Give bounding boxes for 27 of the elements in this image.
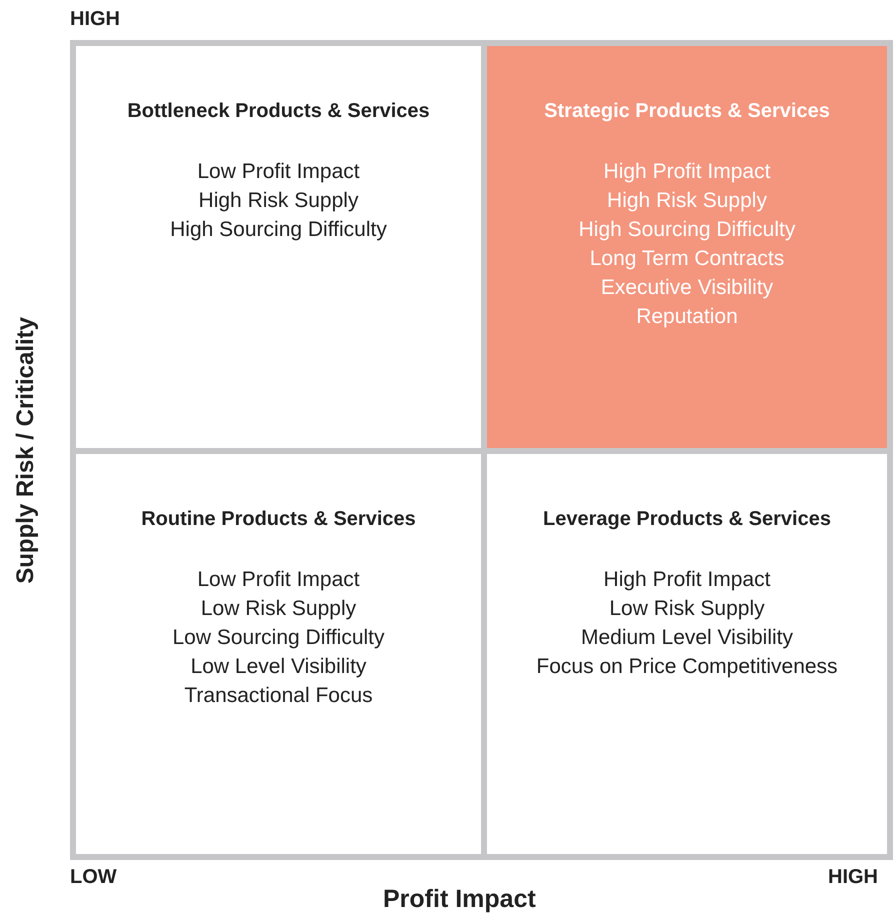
quadrant-title: Strategic Products & Services bbox=[544, 100, 830, 123]
axis-label: HIGH bbox=[828, 866, 878, 889]
quadrant-text: Low Profit Impact bbox=[197, 567, 360, 593]
quadrant-text: Low Risk Supply bbox=[200, 596, 356, 622]
quadrant-text: Low Profit Impact bbox=[197, 159, 360, 185]
quadrant-text: Low Risk Supply bbox=[609, 596, 765, 622]
quadrant-text: High Sourcing Difficulty bbox=[170, 217, 387, 243]
axis-label: LOW bbox=[70, 866, 117, 889]
quadrant-text: High Risk Supply bbox=[198, 188, 358, 214]
quadrant-text: Reputation bbox=[636, 304, 738, 330]
axis-label: HIGH bbox=[70, 8, 120, 31]
quadrant-title: Leverage Products & Services bbox=[543, 508, 831, 531]
quadrant-text: Long Term Contracts bbox=[590, 246, 784, 272]
quadrant-text: Focus on Price Competitiveness bbox=[536, 654, 838, 680]
axis-title: Supply Risk / Criticality bbox=[12, 316, 40, 584]
quadrant-text: High Sourcing Difficulty bbox=[578, 217, 796, 243]
quadrant-title: Routine Products & Services bbox=[141, 508, 416, 531]
quadrant-title: Bottleneck Products & Services bbox=[127, 100, 430, 123]
quadrant-text: High Risk Supply bbox=[607, 188, 767, 214]
axis-title: Profit Impact bbox=[383, 885, 536, 914]
quadrant-text: Executive Visibility bbox=[600, 275, 774, 301]
quadrant-text: Low Sourcing Difficulty bbox=[172, 625, 385, 651]
quadrant-text: Medium Level Visibility bbox=[580, 625, 794, 651]
quadrant-text: High Profit Impact bbox=[604, 159, 770, 185]
quadrant-text: High Profit Impact bbox=[604, 567, 770, 593]
quadrant-text: Transactional Focus bbox=[184, 683, 373, 709]
quadrant-text: Low Level Visibility bbox=[190, 654, 366, 680]
